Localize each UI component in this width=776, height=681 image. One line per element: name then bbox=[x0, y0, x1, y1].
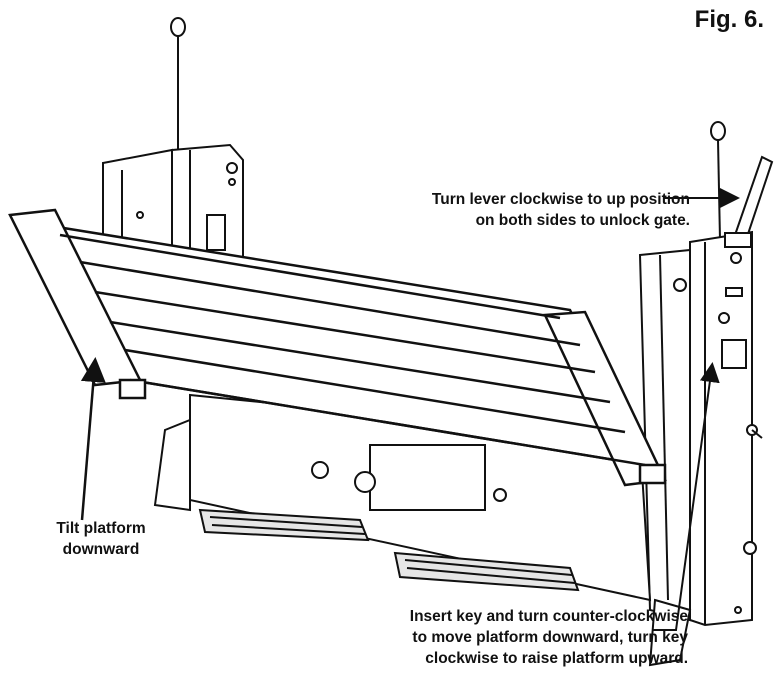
callout-line: clockwise to raise platform upward. bbox=[425, 650, 688, 667]
callout-tilt-platform: Tilt platform downward bbox=[52, 518, 150, 560]
callout-unlock-lever: Turn lever clockwise to up position on b… bbox=[340, 189, 690, 231]
callout-line: downward bbox=[62, 541, 140, 558]
callout-line: Insert key and turn counter-clockwise bbox=[409, 608, 688, 625]
callout-arrow-tilt bbox=[80, 357, 106, 521]
right-column bbox=[638, 230, 763, 627]
step-tread-right bbox=[393, 551, 580, 592]
callout-line: to move platform downward, turn key bbox=[412, 629, 688, 646]
pull-pin-right bbox=[710, 121, 726, 241]
pull-pin-left bbox=[170, 17, 186, 152]
callout-line: Turn lever clockwise to up position bbox=[431, 191, 690, 208]
step-tread-left bbox=[198, 508, 370, 542]
figure-title: Fig. 6. bbox=[694, 6, 764, 33]
callout-line: Tilt platform bbox=[56, 520, 146, 537]
platform bbox=[8, 208, 667, 487]
callout-key-switch: Insert key and turn counter-clockwise to… bbox=[218, 606, 688, 669]
callout-arrow-key bbox=[652, 362, 720, 631]
callout-line: on both sides to unlock gate. bbox=[475, 212, 690, 229]
unlock-lever bbox=[724, 155, 774, 248]
